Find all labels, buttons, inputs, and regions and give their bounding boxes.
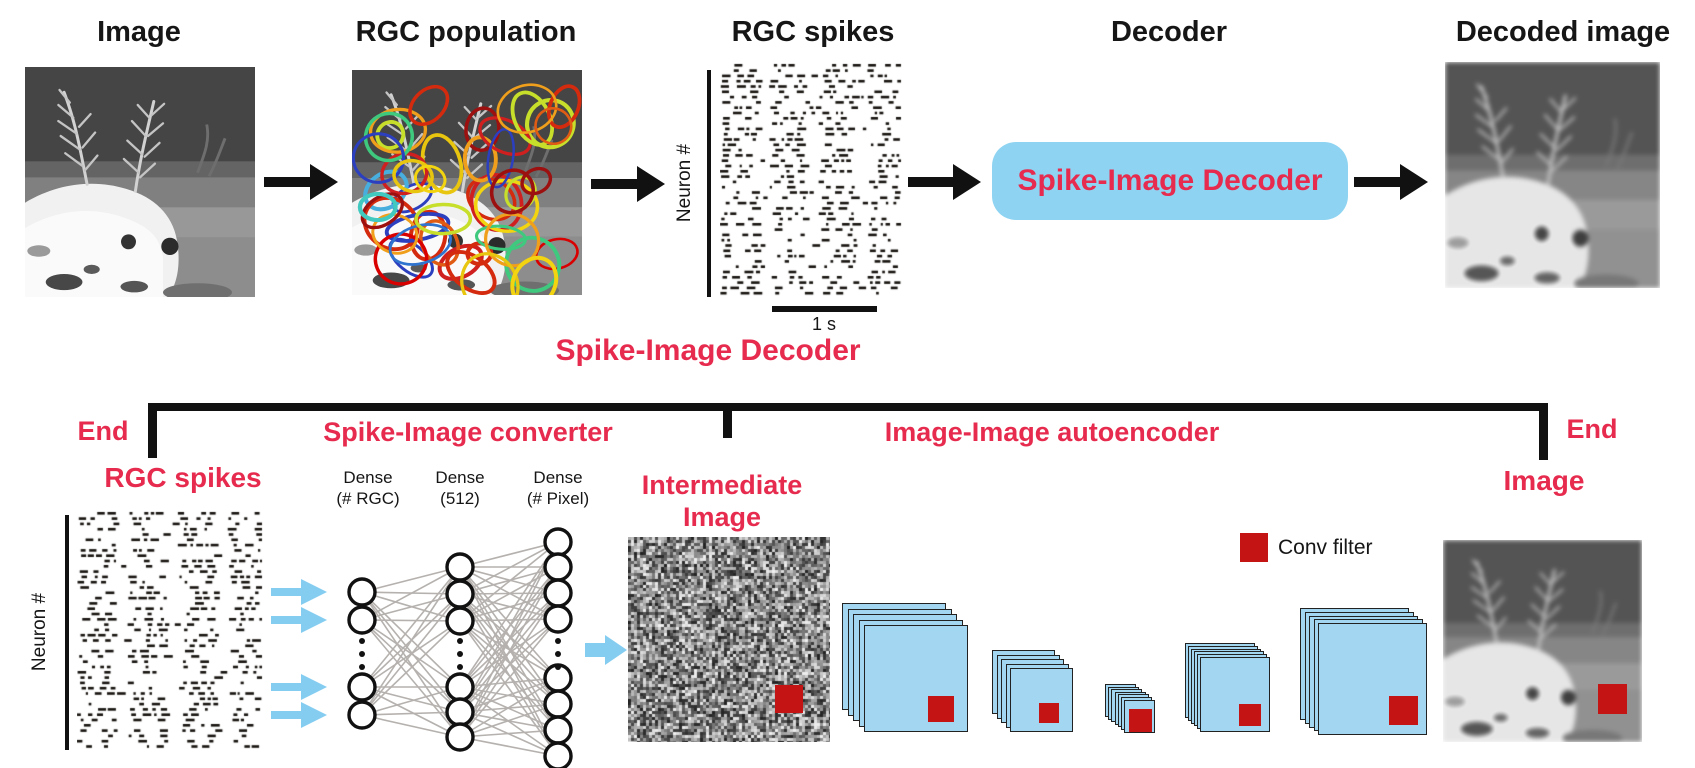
dense-layer2-name: Dense <box>435 468 485 487</box>
stage-label-rgc-spikes: RGC spikes <box>731 16 895 48</box>
stage-label-decoder: Decoder <box>1110 16 1228 48</box>
dense-layer1-units: (# RGC) <box>336 489 400 508</box>
rgc-spike-raster-bottom <box>77 510 263 752</box>
bracket-horizontal <box>148 403 1548 411</box>
dense-layer3-units: (# Pixel) <box>526 489 590 508</box>
time-scale-label: 1 s <box>811 314 837 334</box>
conv-filter-marker <box>1239 704 1261 726</box>
raster-axis-line-top <box>707 70 711 297</box>
dense-layer1-name: Dense <box>343 468 393 487</box>
conv-filter-marker <box>1129 708 1153 732</box>
dense-layer3-name: Dense <box>533 468 583 487</box>
decoder-box-label: Spike-Image Decoder <box>1017 164 1323 197</box>
arrow-right-icon <box>591 166 665 202</box>
section-label-autoencoder: Image-Image autoencoder <box>884 417 1220 447</box>
blue-arrow-icon <box>585 635 627 665</box>
time-scale-bar <box>772 306 877 312</box>
stage-label-rgc-population: RGC population <box>355 16 577 48</box>
stage-label-decoded-image: Decoded image <box>1455 16 1671 48</box>
dense-network-diagram <box>271 527 573 768</box>
intermediate-image-label-line2: Image <box>682 502 762 532</box>
bracket-middle-tick <box>723 403 732 438</box>
receptive-field-ellipses <box>352 83 582 295</box>
arrow-right-icon <box>1354 164 1428 200</box>
conv-filter-on-intermediate <box>775 685 803 713</box>
end-label-left: End <box>77 416 129 446</box>
rgc-spike-raster-top <box>720 62 902 297</box>
conv-feature-map-layer <box>864 625 968 732</box>
conv-feature-map-layer <box>1124 699 1156 733</box>
bracket-left-bar <box>148 403 157 458</box>
conv-feature-map-layer <box>1200 657 1270 732</box>
conv-filter-on-output <box>1598 684 1627 714</box>
conv-filter-legend-label: Conv filter <box>1278 536 1373 559</box>
dense-layer2-units: (512) <box>440 489 480 508</box>
arrow-right-icon <box>264 164 338 200</box>
decoder-detail-title: Spike-Image Decoder <box>555 334 861 367</box>
output-label-image: Image <box>1503 465 1585 496</box>
stage-label-image: Image <box>97 16 181 48</box>
conv-feature-map-layer <box>1010 668 1073 732</box>
section-label-converter: Spike-Image converter <box>323 417 613 447</box>
conv-filter-legend-swatch <box>1240 533 1268 562</box>
arrow-right-icon <box>908 164 981 200</box>
input-label-rgc-spikes: RGC spikes <box>104 462 262 493</box>
rgc-population-image <box>352 70 582 295</box>
bracket-right-bar <box>1539 403 1548 460</box>
decoder-box: Spike-Image Decoder <box>992 142 1348 220</box>
conv-filter-marker <box>928 696 954 722</box>
raster-axis-line-bottom <box>65 515 69 750</box>
end-label-right: End <box>1566 414 1618 444</box>
intermediate-image-label-line1: Intermediate <box>641 470 803 500</box>
conv-filter-marker <box>1039 703 1059 723</box>
conv-feature-map-layer <box>1318 623 1428 736</box>
conv-filter-marker <box>1389 696 1419 726</box>
